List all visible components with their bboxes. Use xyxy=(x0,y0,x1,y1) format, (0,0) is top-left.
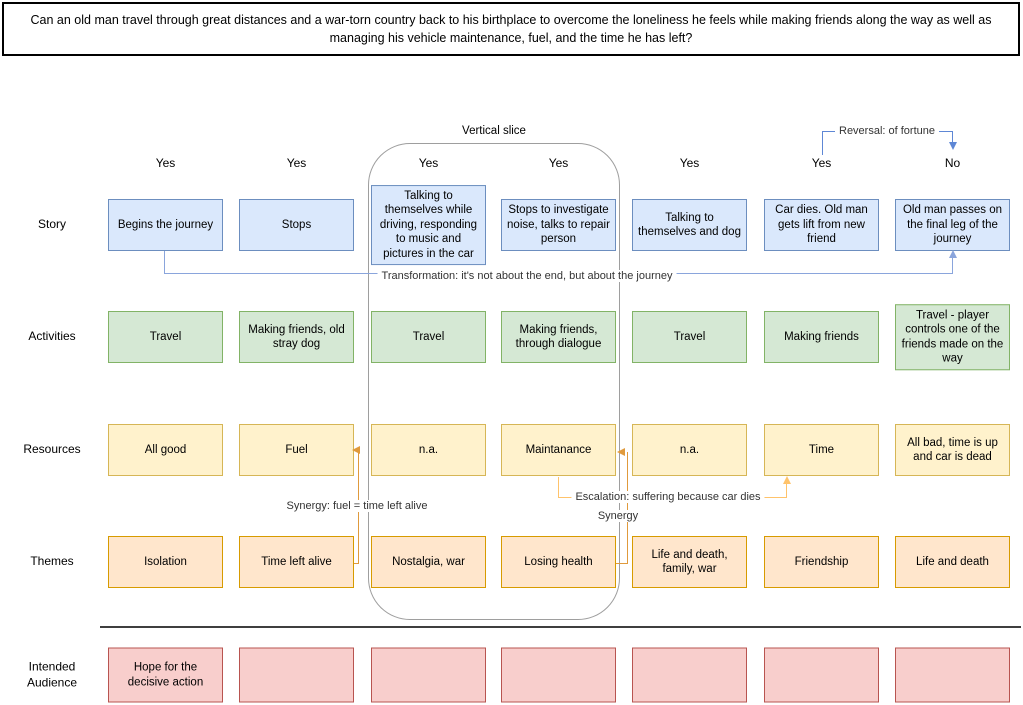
column-header-3: Yes xyxy=(418,156,439,170)
story-cell-7: Old man passes on the final leg of the j… xyxy=(895,199,1010,251)
synergy-label: Synergy xyxy=(593,510,643,522)
activities-cell-5: Travel xyxy=(632,311,747,363)
audience-divider-line xyxy=(100,626,1021,628)
transformation-arrow-icon xyxy=(949,250,957,258)
resources-cell-6: Time xyxy=(764,424,879,476)
activities-cell-7: Travel - player controls one of the frie… xyxy=(895,304,1010,370)
transformation-line-segment xyxy=(952,257,953,273)
escalation-label: Escalation: suffering because car dies xyxy=(571,491,765,503)
column-header-4: Yes xyxy=(548,156,569,170)
design-question-banner: Can an old man travel through great dist… xyxy=(2,2,1020,56)
synergy-fuel-line-segment xyxy=(353,563,359,564)
column-header-5: Yes xyxy=(679,156,700,170)
reversal-line-segment xyxy=(952,131,953,143)
row-label-activities: Activities xyxy=(28,329,76,344)
themes-cell-3: Nostalgia, war xyxy=(371,536,486,588)
synergy-fuel-label: Synergy: fuel = time left alive xyxy=(282,500,432,512)
themes-cell-1: Isolation xyxy=(108,536,223,588)
row-label-story: Story xyxy=(37,217,66,232)
audience-cell-2 xyxy=(239,647,354,703)
column-header-2: Yes xyxy=(286,156,307,170)
activities-cell-2: Making friends, old stray dog xyxy=(239,311,354,363)
escalation-line-segment xyxy=(558,477,559,497)
activities-cell-4: Making friends, through dialogue xyxy=(501,311,616,363)
themes-cell-5: Life and death, family, war xyxy=(632,536,747,588)
story-cell-3: Talking to themselves while driving, res… xyxy=(371,185,486,265)
synergy-arrow-icon xyxy=(617,448,625,456)
themes-cell-4: Losing health xyxy=(501,536,616,588)
escalation-arrow-icon xyxy=(783,476,791,484)
audience-cell-7 xyxy=(895,647,1010,703)
themes-cell-2: Time left alive xyxy=(239,536,354,588)
audience-cell-1: Hope for the decisive action xyxy=(108,647,223,703)
resources-cell-1: All good xyxy=(108,424,223,476)
vertical-slice-outline xyxy=(368,143,620,620)
reversal-arrow-icon xyxy=(949,142,957,150)
story-cell-4: Stops to investigate noise, talks to rep… xyxy=(501,199,616,251)
transformation-line-segment xyxy=(164,251,165,273)
themes-cell-6: Friendship xyxy=(764,536,879,588)
resources-cell-3: n.a. xyxy=(371,424,486,476)
story-cell-5: Talking to themselves and dog xyxy=(632,199,747,251)
audience-cell-4 xyxy=(501,647,616,703)
vertical-slice-label: Vertical slice xyxy=(462,125,526,137)
resources-cell-5: n.a. xyxy=(632,424,747,476)
resources-cell-7: All bad, time is up and car is dead xyxy=(895,424,1010,476)
activities-cell-1: Travel xyxy=(108,311,223,363)
reversal-label: Reversal: of fortune xyxy=(835,125,939,137)
column-header-6: Yes xyxy=(811,156,832,170)
activities-cell-3: Travel xyxy=(371,311,486,363)
story-cell-1: Begins the journey xyxy=(108,199,223,251)
synergy-line-segment xyxy=(627,452,628,564)
resources-cell-4: Maintanance xyxy=(501,424,616,476)
transformation-label: Transformation: it's not about the end, … xyxy=(377,270,677,282)
column-header-1: Yes xyxy=(155,156,176,170)
audience-cell-3 xyxy=(371,647,486,703)
resources-cell-2: Fuel xyxy=(239,424,354,476)
column-header-7: No xyxy=(944,156,961,170)
reversal-line-segment xyxy=(822,131,823,155)
activities-cell-6: Making friends xyxy=(764,311,879,363)
synergy-line-segment xyxy=(616,563,628,564)
synergy-fuel-arrow-icon xyxy=(352,446,360,454)
row-label-audience: Intended Audience xyxy=(26,659,78,689)
audience-cell-6 xyxy=(764,647,879,703)
escalation-line-segment xyxy=(786,483,787,497)
themes-cell-7: Life and death xyxy=(895,536,1010,588)
story-cell-2: Stops xyxy=(239,199,354,251)
row-label-resources: Resources xyxy=(23,442,81,457)
design-question-text: Can an old man travel through great dist… xyxy=(30,12,992,45)
row-label-themes: Themes xyxy=(30,554,74,569)
story-cell-6: Car dies. Old man gets lift from new fri… xyxy=(764,199,879,251)
audience-cell-5 xyxy=(632,647,747,703)
